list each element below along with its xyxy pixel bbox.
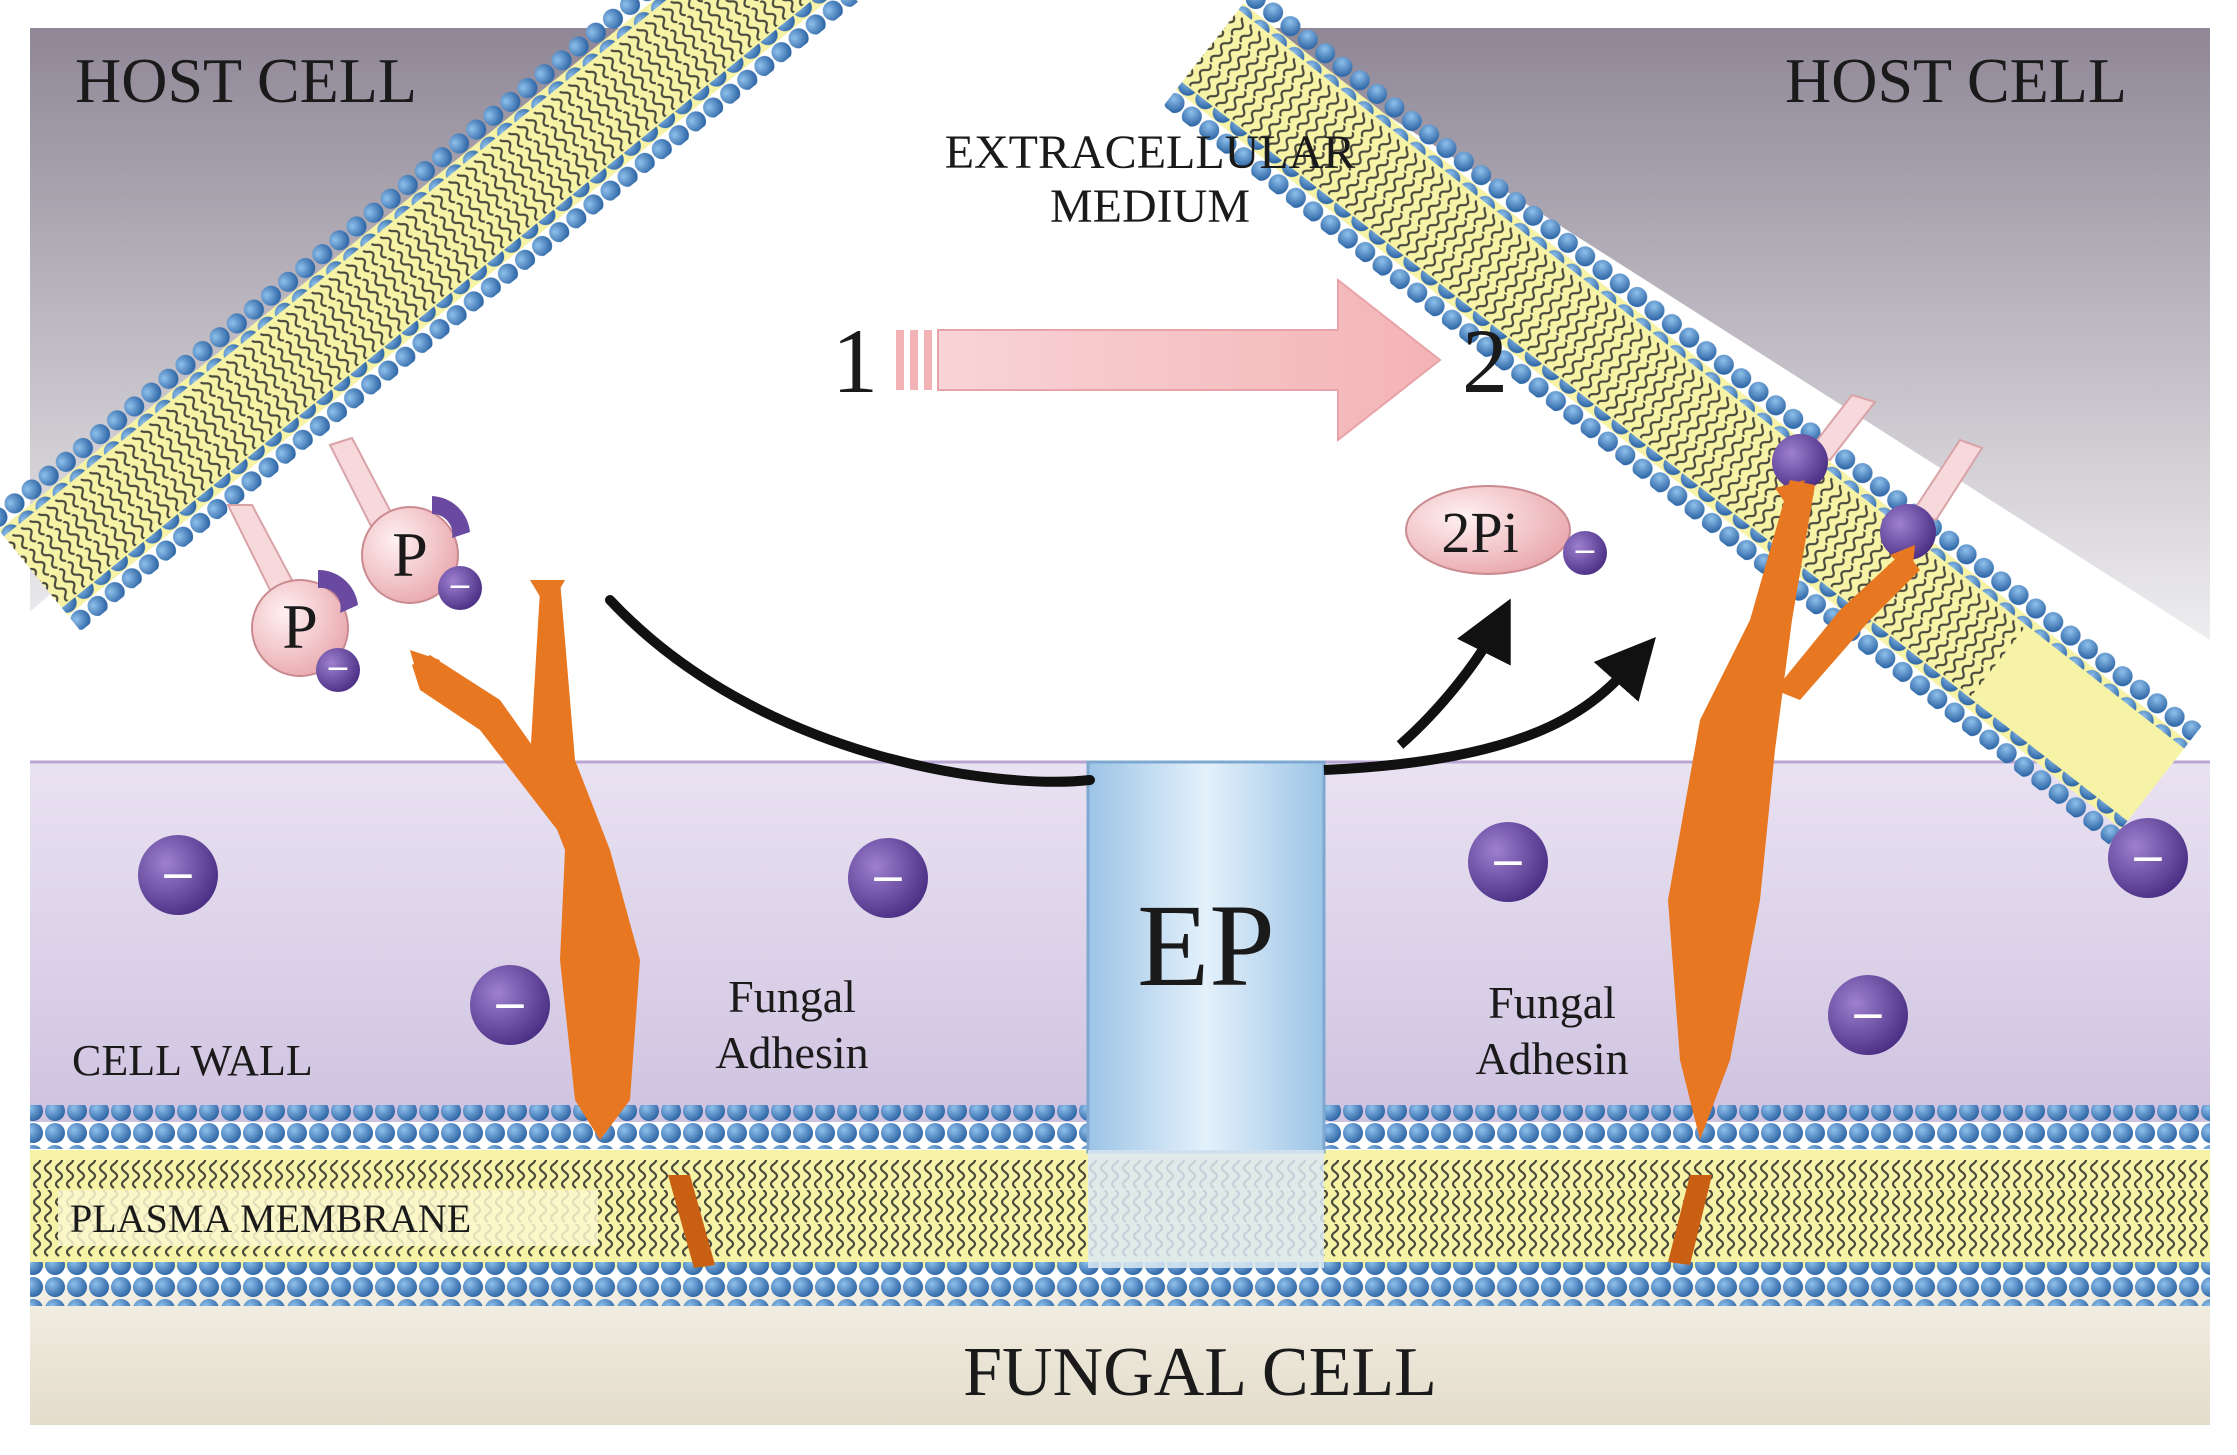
host-cell-right-label: HOST CELL <box>1785 45 2127 116</box>
process-arrow <box>896 277 1442 443</box>
svg-text:−: − <box>870 853 907 904</box>
fungal-adhesin-left <box>410 580 715 1268</box>
extracellular-label-line1: EXTRACELLULAR <box>945 126 1356 179</box>
host-membrane-right <box>1163 0 2203 845</box>
fungal-adhesin-right <box>1668 480 1920 1265</box>
adhesin-left-label-line2: Adhesin <box>715 1027 868 1078</box>
cell-wall-label: CELL WALL <box>72 1036 313 1085</box>
svg-text:−: − <box>325 651 350 686</box>
adhesin-right-label-line2: Adhesin <box>1475 1033 1628 1084</box>
step-2-label: 2 <box>1462 310 1508 412</box>
released-phosphate: 2Pi − <box>1405 485 1607 575</box>
host-cell-left-label: HOST CELL <box>75 45 417 116</box>
svg-text:P: P <box>392 519 428 590</box>
negative-charge: − <box>2108 818 2188 898</box>
negative-charge: − <box>470 965 550 1045</box>
negative-charge <box>1563 531 1607 575</box>
negative-charge: − <box>1468 822 1548 902</box>
negative-charge: − <box>848 838 928 918</box>
svg-text:2Pi: 2Pi <box>1441 500 1518 565</box>
host-membrane-left <box>0 0 858 632</box>
svg-text:−: − <box>447 569 472 604</box>
step-1-label: 1 <box>832 310 878 412</box>
fungal-cell-region <box>30 1285 2210 1425</box>
svg-text:P: P <box>282 591 318 662</box>
svg-text:−: − <box>160 850 197 901</box>
svg-text:−: − <box>2130 833 2167 884</box>
cell-wall-charges: − − − − − − <box>138 818 2188 1055</box>
negative-charge: − <box>138 835 218 915</box>
negative-charge: − <box>1828 975 1908 1055</box>
svg-text:−: − <box>1572 534 1597 569</box>
extracellular-label-line2: MEDIUM <box>1050 180 1250 233</box>
reaction-arrows <box>605 595 1656 787</box>
adhesin-right-label-line1: Fungal <box>1488 977 1616 1028</box>
svg-text:−: − <box>1850 990 1887 1041</box>
negative-charge <box>316 648 360 692</box>
fungal-cell-label: FUNGAL CELL <box>963 1334 1437 1411</box>
phosphate-group-2: P − <box>361 496 482 610</box>
ectophosphatase: EP <box>1086 760 1326 1268</box>
negative-charge <box>438 566 482 610</box>
svg-text:−: − <box>1490 837 1527 888</box>
plasma-membrane-label: PLASMA MEMBRANE <box>70 1196 471 1241</box>
svg-text:EP: EP <box>1137 880 1275 1011</box>
host-receptor-right <box>1772 393 1984 560</box>
adhesin-left-label-line1: Fungal <box>728 971 856 1022</box>
svg-text:−: − <box>492 980 529 1031</box>
phosphate-group-1: P − <box>251 569 360 692</box>
